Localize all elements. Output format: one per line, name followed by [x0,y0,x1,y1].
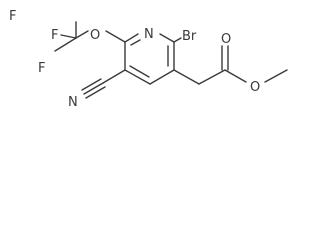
bond-ring-c2-n [124,33,139,43]
bond-ring-c4-c3-inner [129,65,150,78]
atom-label-o-carbonyl: O [221,32,231,47]
atom-label-f-left: F [51,28,58,43]
atom-label-o-ester: O [250,80,260,95]
bond-ring-c4-c3 [124,69,151,85]
bond-ring-n-c6 [159,33,175,43]
atom-label-o-ether: O [90,28,100,43]
atom-label-f-bottom: F [38,61,45,76]
bond-cn-triple-3 [85,86,106,99]
atom-label-n-ring: N [144,27,154,42]
bond-ch2-carbonyl [198,69,226,85]
bond-c-f-left [60,34,77,39]
bond-cn-triple-2 [81,78,102,91]
bond-ring-c5-c4 [149,69,175,85]
structure-canvas: F F F O N Br N O O [0,0,322,118]
bond-o-cf3 [75,30,89,39]
bond-c-f-bottom [54,37,77,52]
bond-c3-cn [102,69,126,84]
bond-cn-triple-1 [83,82,104,95]
bond-c5-ch2 [173,69,200,85]
atom-label-br: Br [182,29,197,44]
atom-label-n-nitrile: N [68,95,78,110]
bond-o-methyl [264,69,288,83]
molecule-drawing: F F F O N Br N O O [9,9,288,110]
bond-ring-c2-n-inner [130,39,141,46]
bond-c6-br [173,37,182,43]
bond-carbonyl-o-ester [224,69,247,83]
atom-label-f-top: F [9,9,16,24]
bond-c2-o [105,30,126,43]
